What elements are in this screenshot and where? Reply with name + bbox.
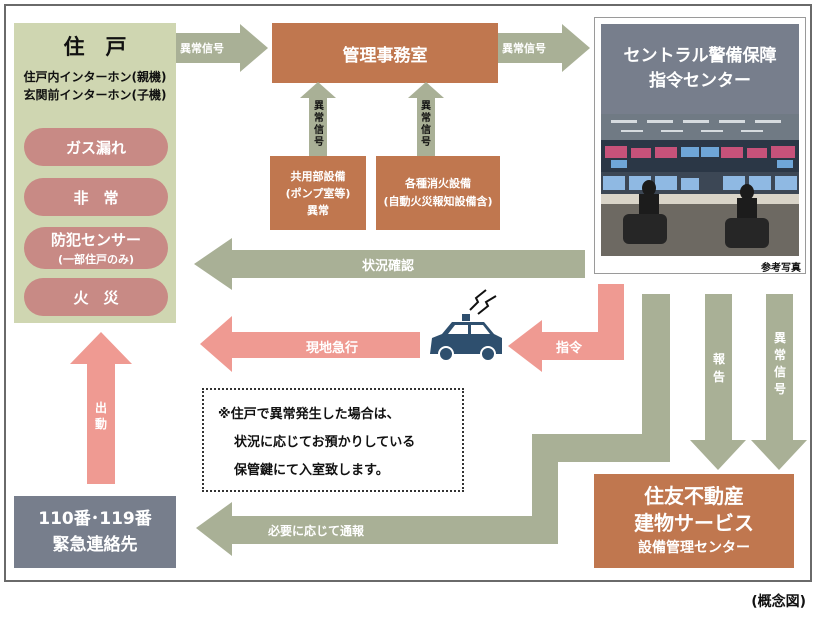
char: 異	[773, 331, 786, 345]
footer-caption: (概念図)	[751, 594, 806, 610]
char: 信	[421, 125, 431, 136]
char: 常	[314, 113, 324, 124]
sensor-fire-label: 火 災	[73, 288, 119, 307]
central-security-line2: 指令センター	[649, 71, 751, 91]
label-abnormal-vertical-right: 異 常 信 号	[418, 101, 434, 149]
note-line1: ※住戸で異常発生した場合は、	[218, 407, 400, 422]
control-room-photo	[601, 114, 799, 256]
arrow-abnormal-down	[751, 294, 807, 470]
label-abnormal-vertical-left: 異 常 信 号	[311, 101, 327, 149]
char: 常	[421, 113, 431, 124]
sensor-gas-leak: ガス漏れ	[24, 128, 168, 166]
management-office-title: 管理事務室	[342, 45, 428, 66]
note-box: ※住戸で異常発生した場合は、 状況に応じてお預かりしている 保管鍵にて入室致しま…	[202, 388, 464, 492]
arrow-notify	[196, 294, 670, 556]
label-rush: 現地急行	[306, 341, 359, 356]
residence-title: 住 戸	[63, 35, 127, 59]
common-equipment-box: 共用部設備 (ポンプ室等) 異常	[270, 156, 366, 230]
sumitomo-line3: 設備管理センター	[638, 540, 750, 556]
note-line3: 保管鍵にて入室致します。	[234, 463, 389, 478]
note-line2: 状況に応じてお預かりしている	[234, 435, 416, 450]
common-equipment-line1: 共用部設備	[290, 169, 346, 183]
label-dispatch: 出 動	[92, 400, 110, 432]
emergency-contact-line2: 緊急連絡先	[52, 535, 138, 555]
char: 号	[773, 382, 786, 396]
photo-caption: 参考写真	[761, 263, 801, 274]
sumitomo-line2: 建物サービス	[634, 511, 754, 535]
diagram-frame	[4, 4, 812, 582]
char: 信	[314, 125, 324, 136]
char: 動	[94, 417, 107, 431]
label-notify-if-needed: 必要に応じて通報	[268, 524, 365, 538]
char: 報	[712, 352, 725, 366]
char: 常	[773, 348, 786, 362]
central-security-box: セントラル警備保障 指令センター	[594, 17, 806, 274]
residence-intercom-main: 住戸内インターホン(親機)	[23, 70, 167, 84]
sensor-gas-leak-label: ガス漏れ	[65, 138, 126, 157]
sensor-security: 防犯センサー (一部住戸のみ)	[24, 227, 168, 269]
label-report: 報 告	[710, 350, 728, 386]
char: 異	[421, 101, 431, 112]
common-equipment-line3: 異常	[307, 203, 329, 217]
arrow-fire-to-office	[408, 82, 444, 156]
patrol-car-icon	[430, 289, 502, 362]
residence-intercom-door: 玄関前インターホン(子機)	[23, 88, 167, 102]
sensor-emergency-label: 非 常	[73, 188, 119, 207]
central-security-line1: セントラル警備保障	[623, 46, 777, 66]
fire-equipment-line1: 各種消火設備	[405, 177, 471, 190]
sensor-security-note: (一部住戸のみ)	[57, 253, 135, 266]
sensor-emergency: 非 常	[24, 178, 168, 216]
sensor-security-label: 防犯センサー	[50, 231, 141, 249]
sensor-fire: 火 災	[24, 278, 168, 316]
arrow-common-to-office	[300, 82, 336, 156]
char: 号	[314, 137, 324, 148]
arrow-office-to-central	[498, 24, 590, 72]
char: 信	[773, 365, 786, 379]
arrow-status-check	[194, 238, 585, 290]
fire-equipment-line2: (自動火災報知設備含)	[383, 195, 493, 208]
common-equipment-line2: (ポンプ室等)	[285, 186, 351, 200]
label-status-check: 状況確認	[362, 259, 415, 274]
fire-equipment-box: 各種消火設備 (自動火災報知設備含)	[376, 156, 500, 230]
char: 号	[421, 137, 431, 148]
emergency-contact-line1: 110番･119番	[38, 509, 152, 529]
sumitomo-line1: 住友不動産	[644, 484, 744, 508]
residence-box: 住 戸 住戸内インターホン(親機) 玄関前インターホン(子機)	[14, 23, 176, 323]
char: 異	[314, 101, 324, 112]
label-abnormal-down: 異 常 信 号	[771, 330, 789, 398]
arrow-rush	[200, 316, 420, 372]
arrow-report	[690, 294, 746, 470]
sumitomo-center-box: 住友不動産 建物サービス 設備管理センター	[594, 474, 794, 568]
arrow-residence-to-office	[176, 24, 268, 72]
arrow-command	[508, 284, 624, 372]
char: 出	[94, 401, 107, 415]
arrow-dispatch	[70, 332, 132, 484]
label-command: 指令	[556, 341, 583, 356]
emergency-contact-box: 110番･119番 緊急連絡先	[14, 496, 176, 568]
central-security-header: セントラル警備保障 指令センター	[601, 24, 799, 114]
management-office-box: 管理事務室	[272, 23, 498, 83]
char: 告	[712, 370, 725, 384]
label-abnormal-signal-1: 異常信号	[180, 42, 224, 55]
label-abnormal-signal-2: 異常信号	[502, 42, 546, 55]
